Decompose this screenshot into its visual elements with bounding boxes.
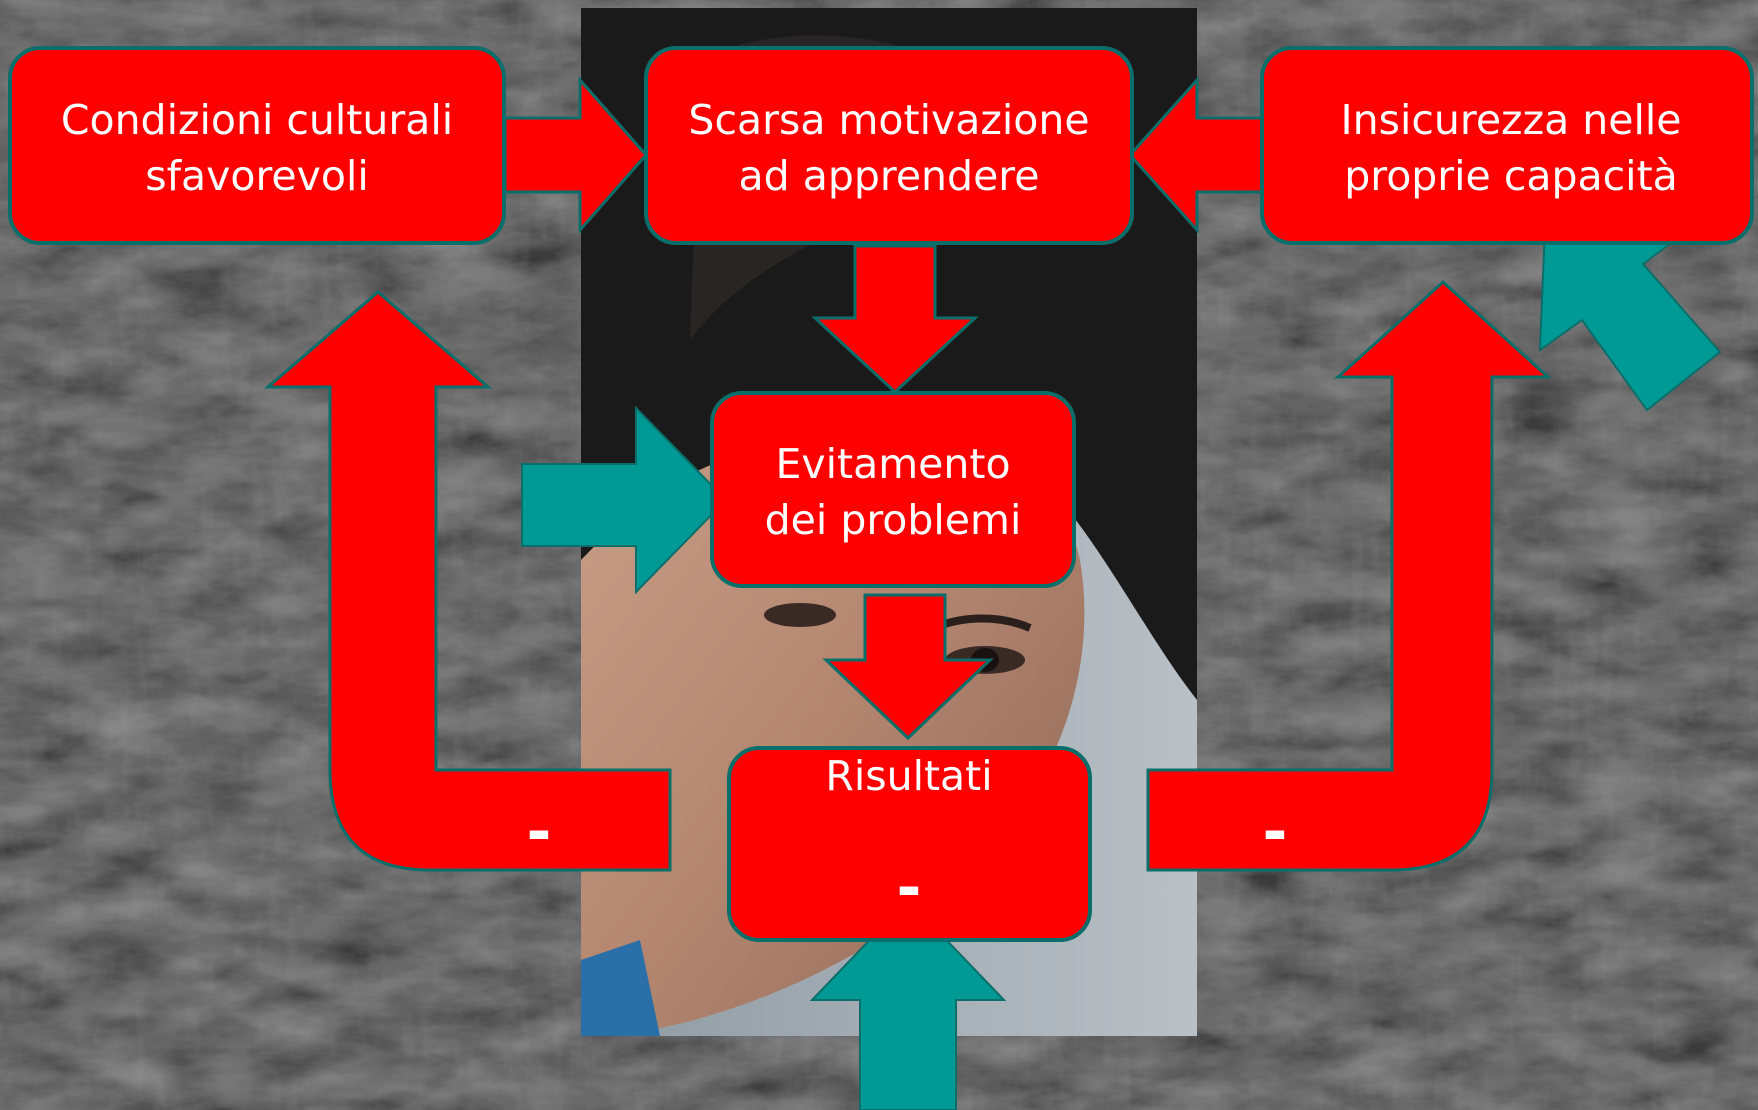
arrow-insecurity-to-motivation: [1127, 76, 1264, 234]
left-feedback-loop-arrow: [263, 290, 672, 872]
right-loop-minus: -: [1263, 797, 1288, 867]
arrow-avoidance-to-results: [822, 593, 994, 741]
box-cultural-line1: Condizioni culturali: [61, 96, 453, 144]
arrow-cultural-to-motivation: [503, 76, 648, 234]
box-results-minus: -: [897, 853, 922, 923]
box-results-label: Risultati: [825, 752, 992, 800]
box-problem-avoidance: Evitamento dei problemi: [710, 391, 1076, 588]
teal-arrow-to-insecurity[interactable]: [1538, 224, 1722, 412]
left-loop-minus: -: [527, 797, 552, 867]
box-cultural-line2: sfavorevoli: [145, 152, 369, 200]
arrow-motivation-to-avoidance: [811, 244, 979, 395]
box-insecurity-line2: proprie capacità: [1344, 152, 1678, 200]
box-motivation-line2: ad apprendere: [739, 152, 1040, 200]
teal-arrow-to-avoidance[interactable]: [521, 405, 728, 595]
box-insecurity: Insicurezza nelle proprie capacità: [1260, 46, 1754, 245]
box-motivation-line1: Scarsa motivazione: [688, 96, 1089, 144]
box-cultural-conditions: Condizioni culturali sfavorevoli: [8, 46, 506, 245]
box-low-motivation: Scarsa motivazione ad apprendere: [644, 46, 1134, 245]
box-results: Risultati -: [727, 746, 1092, 942]
box-avoidance-line2: dei problemi: [765, 496, 1022, 544]
box-avoidance-line1: Evitamento: [775, 440, 1010, 488]
box-insecurity-line1: Insicurezza nelle: [1341, 96, 1682, 144]
teal-arrow-up-to-results[interactable]: [809, 898, 1007, 1110]
right-feedback-loop-arrow: [1146, 279, 1552, 872]
